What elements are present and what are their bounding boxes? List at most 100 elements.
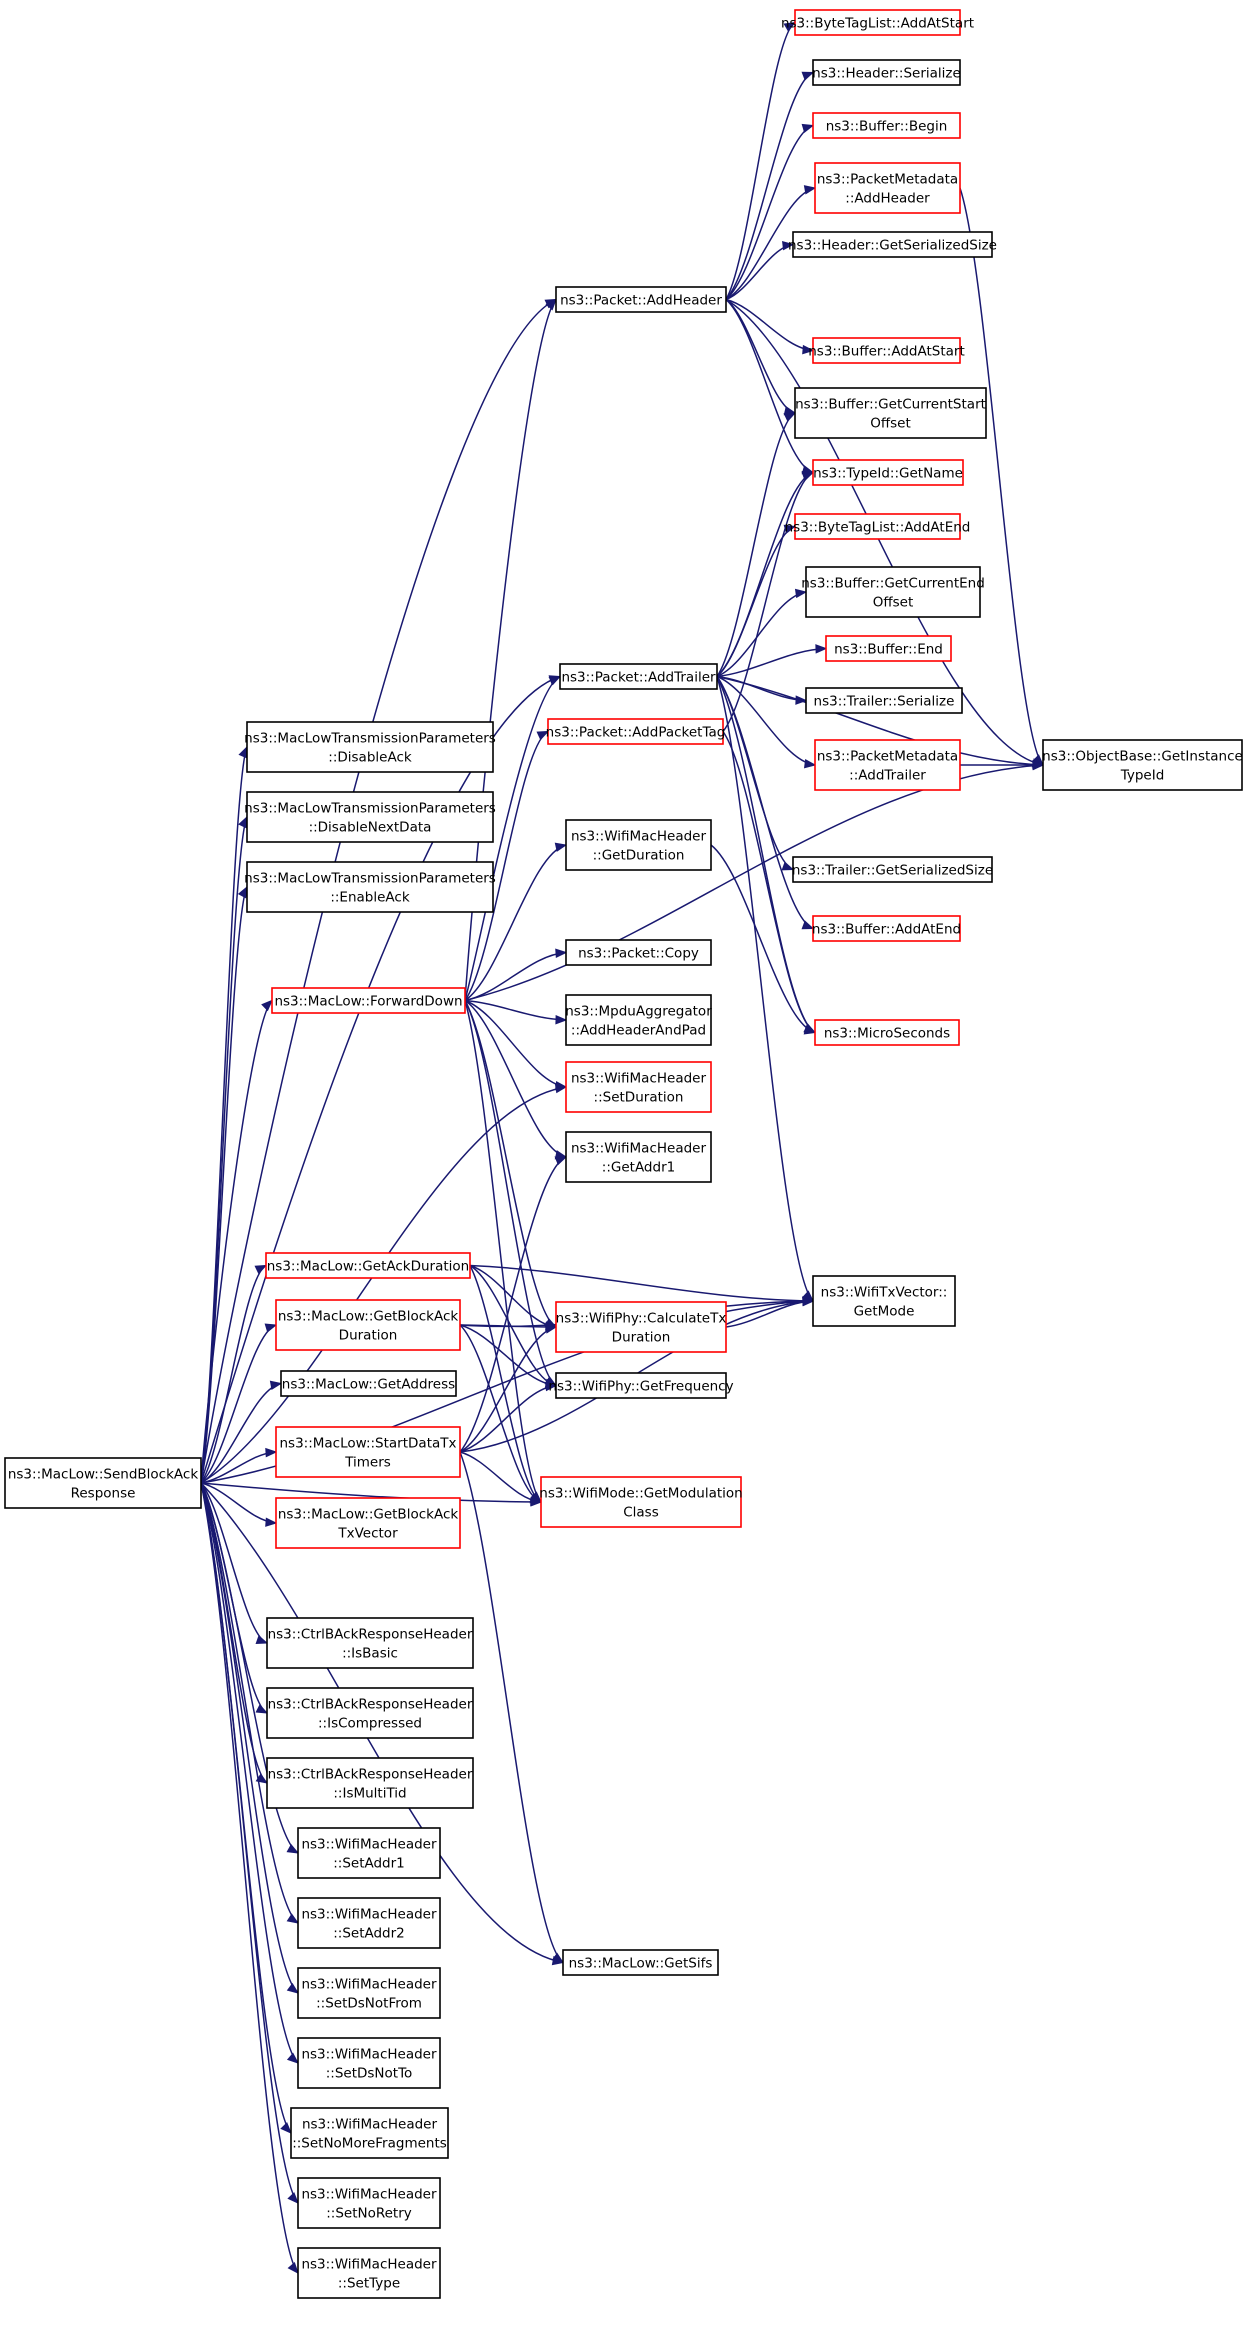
function-node[interactable]: ns3::Packet::AddTrailer <box>559 663 718 690</box>
node-label-line: GetMode <box>854 1304 915 1320</box>
node-box <box>297 1827 441 1879</box>
edge-n2-n44 <box>716 675 816 766</box>
edge-n6-n30 <box>464 1000 542 1503</box>
function-node[interactable]: ns3::WifiMacHeader::SetAddr2 <box>297 1897 441 1949</box>
node-label-line: ns3::WifiMacHeader <box>301 1907 437 1923</box>
edge-n8-n30 <box>459 1324 542 1503</box>
edge-arrowhead-n1-n36 <box>782 241 795 251</box>
node-label-line: ns3::WifiPhy::GetFrequency <box>548 1379 733 1395</box>
edge-n0-n18 <box>200 1482 299 2064</box>
function-node[interactable]: ns3::WifiMacHeader::SetNoMoreFragments <box>290 2107 449 2159</box>
function-node[interactable]: ns3::Buffer::AddAtStart <box>808 337 965 364</box>
function-node[interactable]: ns3::MicroSeconds <box>814 1019 960 1046</box>
function-node[interactable]: ns3::PacketMetadata::AddHeader <box>814 162 961 214</box>
edge-n2-n40 <box>716 525 796 678</box>
function-node[interactable]: ns3::MacLow::ForwardDown <box>271 987 466 1014</box>
edge-arrowhead-n1-n35 <box>803 185 817 195</box>
function-node[interactable]: ns3::WifiMacHeader::SetDsNotTo <box>297 2037 441 2089</box>
node-box <box>275 1426 461 1478</box>
node-box <box>794 387 987 439</box>
node-box <box>812 59 961 86</box>
function-node[interactable]: ns3::WifiMacHeader::SetAddr1 <box>297 1827 441 1879</box>
function-node[interactable]: ns3::MpduAggregator::AddHeaderAndPad <box>565 994 712 1046</box>
node-label-line: ::SetDuration <box>594 1090 684 1106</box>
function-node[interactable]: ns3::Buffer::AddAtEnd <box>812 915 961 942</box>
function-node[interactable]: ns3::WifiMacHeader::SetType <box>297 2247 441 2299</box>
node-label-line: ns3::Buffer::GetCurrentStart <box>795 397 986 413</box>
edge-arrowhead-n0-n5 <box>237 885 248 899</box>
function-node[interactable]: ns3::Buffer::Begin <box>812 112 961 139</box>
edge-n10-n28 <box>459 1326 557 1453</box>
node-label-line: ns3::Packet::AddPacketTag <box>546 725 726 741</box>
function-node[interactable]: ns3::Packet::AddHeader <box>555 286 727 313</box>
function-node[interactable]: ns3::MacLowTransmissionParameters::Disab… <box>244 791 496 843</box>
function-node[interactable]: ns3::Packet::Copy <box>565 939 712 966</box>
function-node[interactable]: ns3::PacketMetadata::AddTrailer <box>814 739 961 791</box>
edge-arrowhead-n0-n12 <box>255 1635 269 1645</box>
function-node[interactable]: ns3::WifiTxVector::GetMode <box>812 1275 956 1327</box>
function-node[interactable]: ns3::WifiMacHeader::SetDuration <box>565 1061 712 1113</box>
function-node[interactable]: ns3::CtrlBAckResponseHeader::IsMultiTid <box>266 1757 474 1809</box>
node-label-line: Timers <box>344 1455 391 1471</box>
function-node[interactable]: ns3::MacLow::GetSifs <box>562 1949 719 1976</box>
node-box <box>275 1299 461 1351</box>
function-node[interactable]: ns3::MacLowTransmissionParameters::Enabl… <box>244 861 496 913</box>
function-node[interactable]: ns3::Trailer::GetSerializedSize <box>792 856 993 883</box>
function-node[interactable]: ns3::Header::Serialize <box>812 59 961 86</box>
node-label-line: ns3::MacLowTransmissionParameters <box>244 801 496 817</box>
function-node[interactable]: ns3::ByteTagList::AddAtEnd <box>785 513 971 540</box>
function-node[interactable]: ns3::Trailer::Serialize <box>805 687 963 714</box>
function-node[interactable]: ns3::MacLow::GetAddress <box>280 1370 457 1397</box>
node-label-line: ::IsBasic <box>342 1646 398 1662</box>
function-node[interactable]: ns3::WifiMacHeader::GetAddr1 <box>565 1131 712 1183</box>
node-box <box>266 1617 474 1669</box>
node-label-line: ns3::Header::GetSerializedSize <box>788 238 997 254</box>
edge-n0-n12 <box>200 1482 268 1644</box>
node-label-line: ns3::Header::Serialize <box>812 66 961 82</box>
edge-arrowhead-n0-n13 <box>255 1704 269 1714</box>
function-node[interactable]: ns3::WifiMacHeader::SetDsNotFrom <box>297 1967 441 2019</box>
node-label-line: ns3::ByteTagList::AddAtEnd <box>785 520 971 536</box>
edge-n1-n32 <box>725 21 796 300</box>
function-node[interactable]: ns3::Header::GetSerializedSize <box>788 231 997 258</box>
edge-arrowhead-n0-n15 <box>286 1843 300 1854</box>
function-node[interactable]: ns3::MacLow::GetAckDuration <box>265 1252 471 1279</box>
function-node[interactable]: ns3::MacLowTransmissionParameters::Disab… <box>244 721 496 773</box>
function-node[interactable]: ns3::Buffer::End <box>825 635 952 662</box>
function-node[interactable]: ns3::CtrlBAckResponseHeader::IsCompresse… <box>266 1687 474 1739</box>
edge-arrowhead-n1-n34 <box>801 123 815 133</box>
edge-n0-n15 <box>200 1482 299 1854</box>
node-label-line: ns3::Trailer::Serialize <box>814 694 955 710</box>
node-label-line: Duration <box>339 1328 398 1344</box>
node-label-line: ns3::ByteTagList::AddAtStart <box>781 16 974 32</box>
edge-arrowhead-n1-n32 <box>783 21 797 32</box>
function-node[interactable]: ns3::TypeId::GetName <box>812 459 964 486</box>
function-node[interactable]: ns3::WifiMacHeader::GetDuration <box>565 819 712 871</box>
edge-arrowhead-n2-n44 <box>803 758 817 769</box>
edge-n2-n47 <box>716 676 816 1034</box>
node-box <box>246 861 494 913</box>
node-label-line: ns3::ObjectBase::GetInstance <box>1042 749 1243 765</box>
node-box <box>246 791 494 843</box>
edge-arrowhead-n0-n11 <box>265 1517 278 1527</box>
function-node[interactable]: ns3::WifiPhy::GetFrequency <box>548 1372 734 1399</box>
function-node[interactable]: ns3::WifiMacHeader::SetNoRetry <box>297 2177 441 2229</box>
node-label-line: ns3::Buffer::GetCurrentEnd <box>801 576 985 592</box>
function-node[interactable]: ns3::CtrlBAckResponseHeader::IsBasic <box>266 1617 474 1669</box>
edge-n1-n33 <box>725 71 814 300</box>
node-box <box>812 1275 956 1327</box>
function-node[interactable]: ns3::ByteTagList::AddAtStart <box>781 9 974 36</box>
node-box <box>540 1476 742 1528</box>
function-node[interactable]: ns3::Packet::AddPacketTag <box>546 718 726 745</box>
edge-arrowhead-n2-n41 <box>794 588 808 599</box>
